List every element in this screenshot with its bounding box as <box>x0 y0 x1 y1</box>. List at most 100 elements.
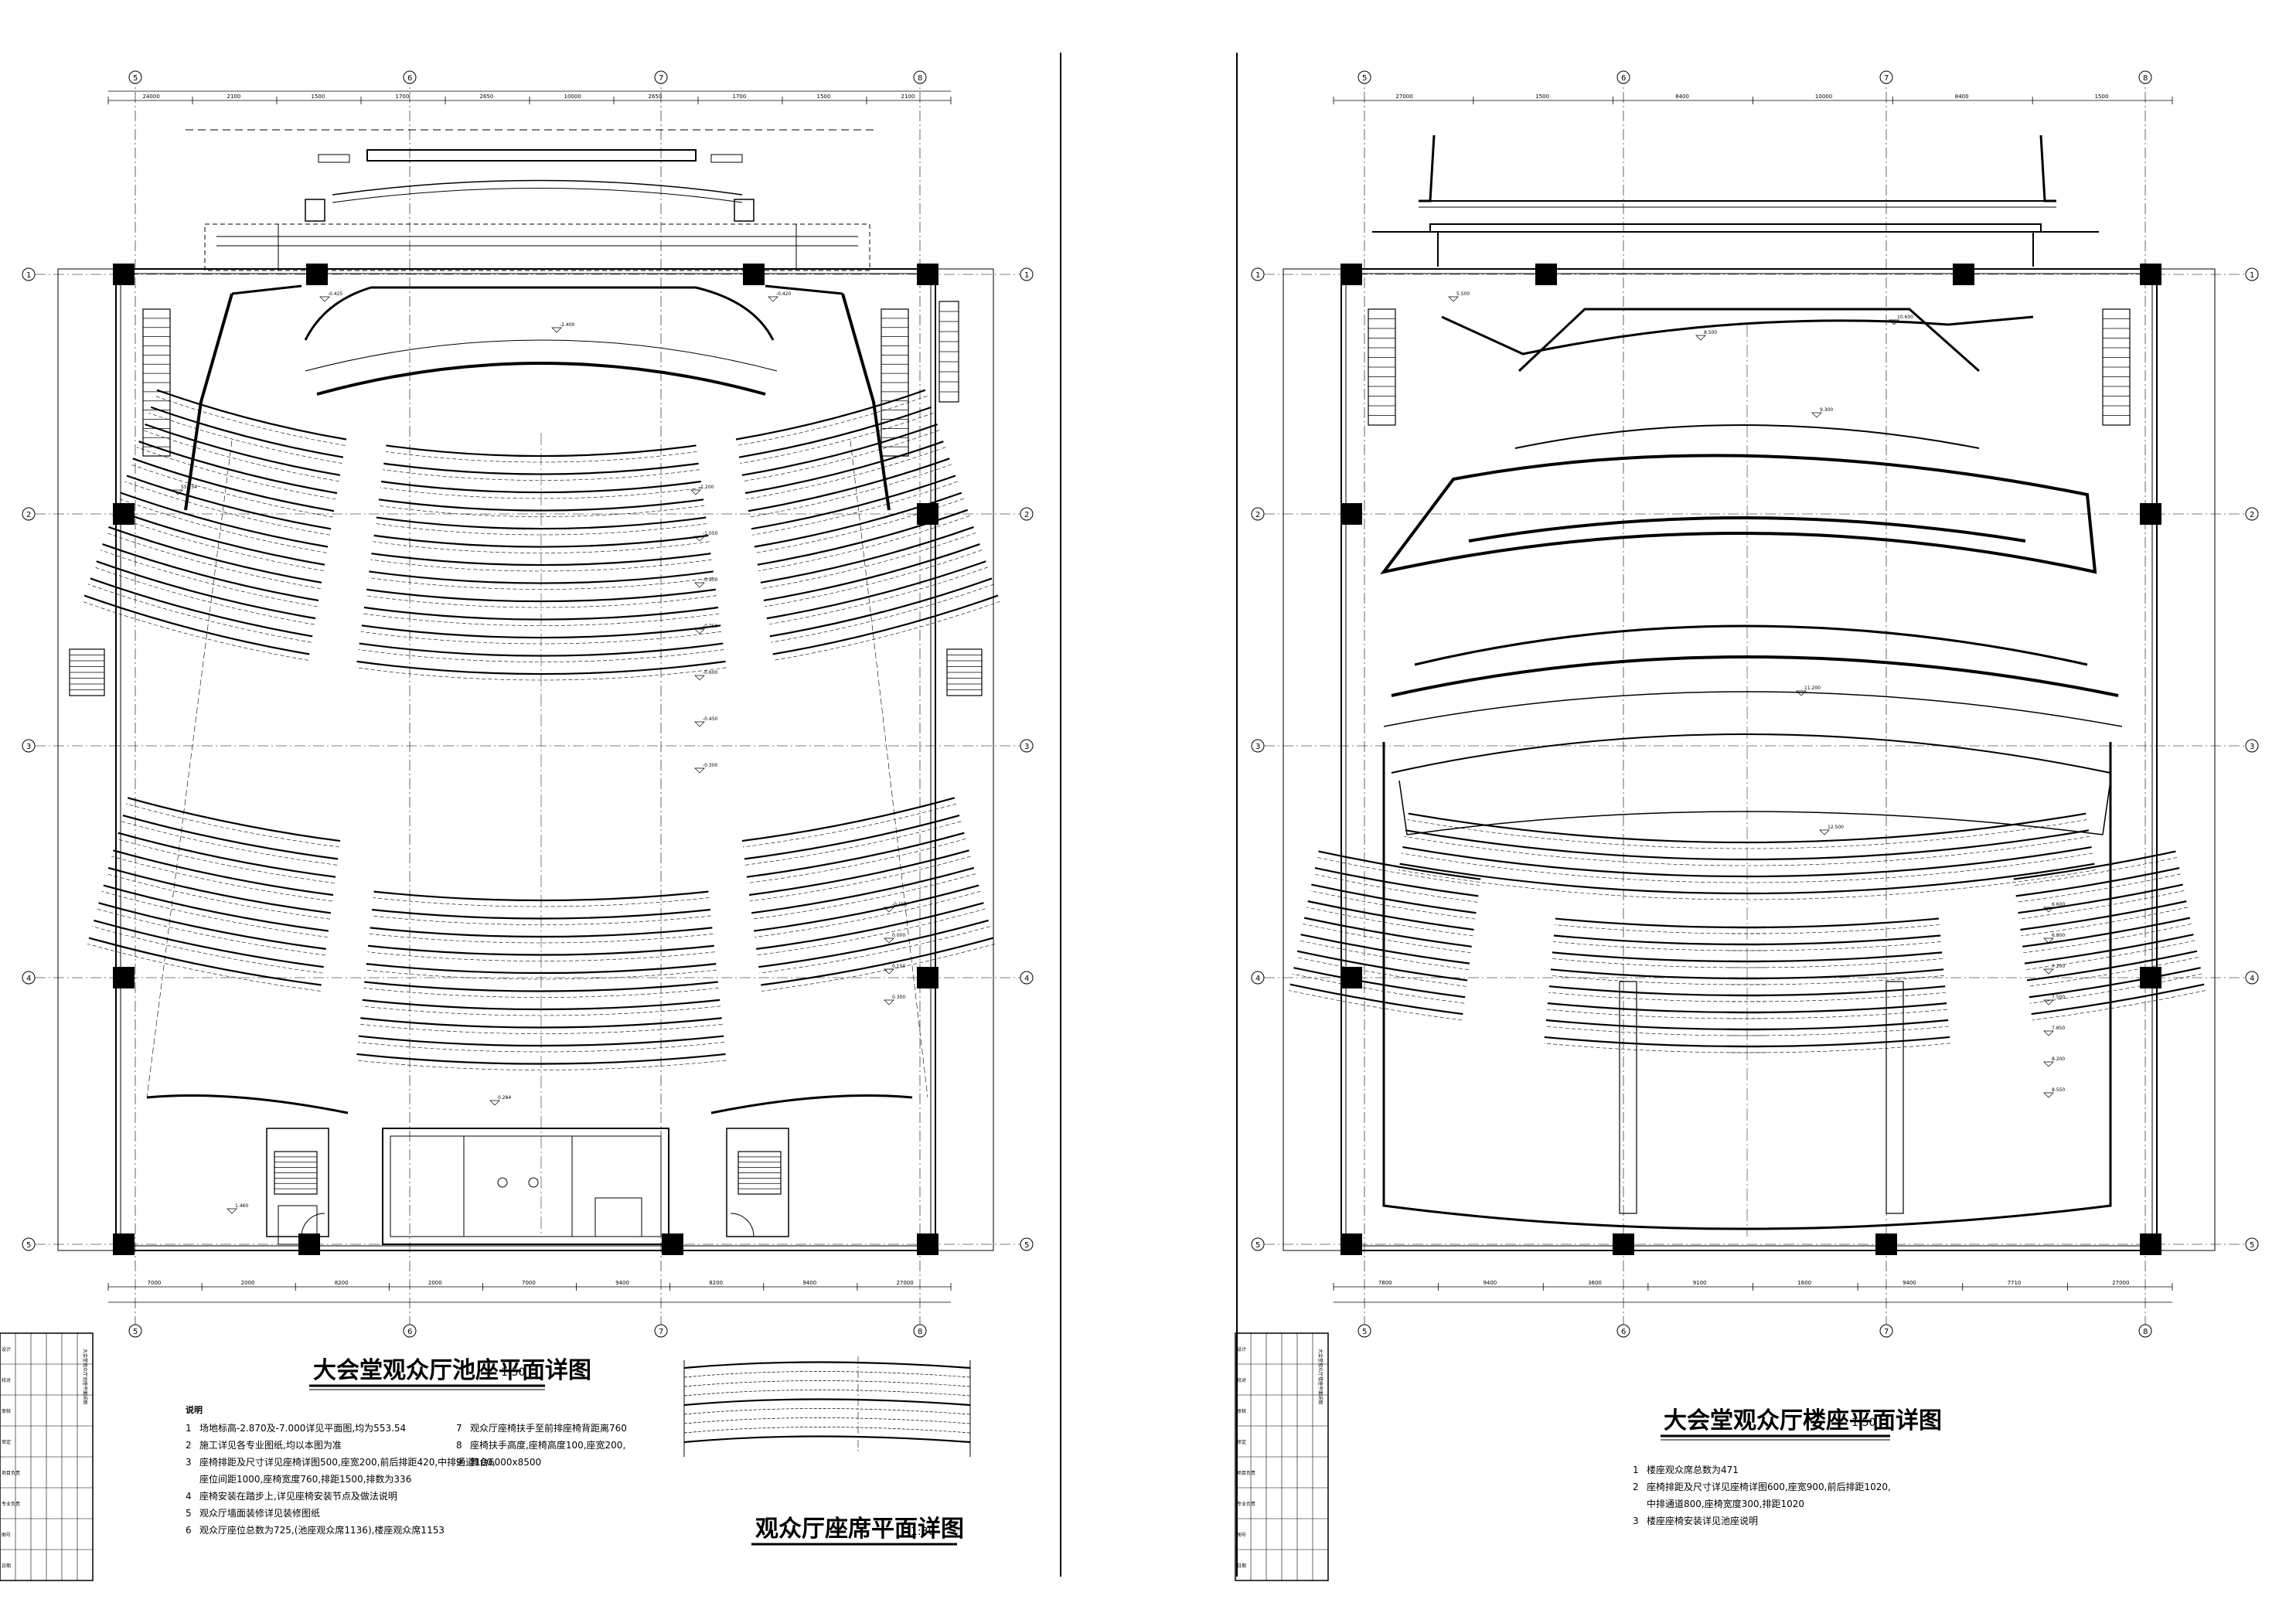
seat-row-chairs <box>359 1023 723 1034</box>
title-block-field: 校对 <box>1237 1377 1246 1383</box>
seat-row <box>2031 983 2205 1016</box>
seat-row <box>156 389 347 441</box>
seat-row <box>122 814 339 860</box>
seat-row-chairs <box>1728 958 1943 968</box>
dimension-text: 7000 <box>522 1280 536 1286</box>
grid-bubble <box>1020 507 1034 521</box>
seat-row <box>756 902 984 950</box>
grid-label: 6 <box>407 74 412 83</box>
seat-row <box>145 423 341 476</box>
dimension-text: 9400 <box>1483 1280 1497 1286</box>
seat-row <box>1314 867 1479 897</box>
column <box>113 1233 135 1255</box>
dimension-text: 1700 <box>733 94 747 100</box>
note-number: 8 <box>456 1440 462 1451</box>
seat-row <box>102 543 319 602</box>
seat-row <box>120 492 329 548</box>
seat-row-chairs <box>148 413 342 464</box>
grid-label: 5 <box>1024 1241 1029 1250</box>
elevation-value: 7.500 <box>2052 995 2065 1000</box>
title-block-field: 项目负责 <box>2 1470 20 1476</box>
detail-seat-row <box>683 1361 971 1370</box>
seat-row <box>380 480 702 494</box>
dimension-text: 27000 <box>2112 1280 2129 1286</box>
seat-row <box>98 902 326 950</box>
seat-row <box>2026 950 2198 982</box>
seat-row-chairs <box>1727 992 1946 1002</box>
seat-row-chairs <box>82 601 308 661</box>
dimension-text: 8200 <box>709 1280 723 1286</box>
seat-row <box>138 441 338 495</box>
title-block-field: 校对 <box>2 1377 11 1383</box>
elevation-value: -1.200 <box>699 485 714 490</box>
seat-row-chairs <box>383 469 700 481</box>
seat-row-chairs <box>768 567 989 625</box>
elevation-symbol <box>2043 999 2054 1005</box>
elevation-symbol <box>2043 968 2054 975</box>
seat-row-chairs <box>92 926 323 974</box>
title-block-field: 设计 <box>1237 1346 1246 1352</box>
seat-row-chairs <box>2023 924 2192 954</box>
elevation-symbol <box>1811 412 1822 418</box>
seat-row-chairs <box>1401 852 2093 883</box>
grid-label: 2 <box>1024 511 1029 519</box>
title-block-field: 图号 <box>1237 1533 1246 1538</box>
seat-row-chairs <box>363 988 719 998</box>
seat-row <box>94 919 324 968</box>
seat-row <box>754 492 962 548</box>
grid-bubble <box>403 70 417 84</box>
elevation-marks: 5.5008.50010.6009.30011.20012.5006.6006.… <box>1448 291 2065 1098</box>
note-text: 座椅排距及尺寸详见座椅详图600,座宽900,前后排距1020, <box>1647 1481 1891 1492</box>
elevation-value: 10.600 <box>1897 315 1913 320</box>
note-text: 施工详见各专业图纸,均以本图为准 <box>199 1439 342 1451</box>
elevation-value: 8.550 <box>2052 1087 2065 1093</box>
seat-row <box>1408 812 2086 844</box>
title-block-field: 日期 <box>2 1563 11 1569</box>
seat-row <box>126 475 332 530</box>
detail-seat-row <box>683 1417 971 1424</box>
elevation-value: -0.150 <box>892 902 908 907</box>
seat-row-chairs <box>746 447 946 500</box>
note-text: 观众厅座位总数为725,(池座观众席1136),楼座观众席1153 <box>199 1524 445 1536</box>
elevation-value: -0.420 <box>776 291 792 297</box>
column <box>1340 264 1362 285</box>
note-text: 座椅扶手高度,座椅高度100,座宽200, <box>470 1439 625 1451</box>
grid-bubble <box>1020 971 1034 985</box>
seat-row-chairs <box>1310 890 1476 920</box>
dimension-text: 8200 <box>335 1280 349 1286</box>
grid-bubble <box>1358 70 1371 84</box>
seat-row <box>90 577 313 638</box>
seat-row-chairs <box>1306 907 1473 937</box>
note-number: 2 <box>186 1440 192 1451</box>
elevation-value: 8.200 <box>2052 1056 2065 1062</box>
seat-row-chairs <box>1547 1009 1767 1019</box>
elevation-value: -0.425 <box>328 291 343 297</box>
column <box>917 1233 938 1255</box>
seat-row <box>744 441 944 495</box>
seat-row-chairs <box>755 498 964 553</box>
title-block-field: 图号 <box>2 1533 11 1538</box>
note-number: 1 <box>186 1423 192 1434</box>
title-block-field: 审定 <box>2 1439 11 1445</box>
seat-row-chairs <box>136 447 336 500</box>
note-number: 4 <box>186 1491 192 1502</box>
elevation-value: -0.300 <box>703 763 718 768</box>
seat-row-chairs <box>1555 924 1766 934</box>
seat-row-chairs <box>106 532 321 589</box>
stalls-plan-scale: 1:50 <box>501 1366 525 1379</box>
dimension-text: 1500 <box>1535 94 1549 100</box>
balcony-seating <box>1289 325 2206 1237</box>
seat-row-chairs <box>1553 941 1766 951</box>
seat-row-chairs <box>742 803 957 848</box>
elevation-symbol <box>884 937 894 944</box>
seat-row <box>1293 967 1466 999</box>
seat-row-chairs <box>1728 941 1941 951</box>
grid-bubble <box>913 70 927 84</box>
grid-label: 4 <box>2250 975 2254 983</box>
grid-label: 8 <box>918 1328 922 1336</box>
dimension-text: 1600 <box>1797 1280 1811 1286</box>
structural-columns <box>1340 264 2161 1255</box>
seat-row-chairs <box>366 595 717 608</box>
seat-row <box>2013 850 2176 880</box>
